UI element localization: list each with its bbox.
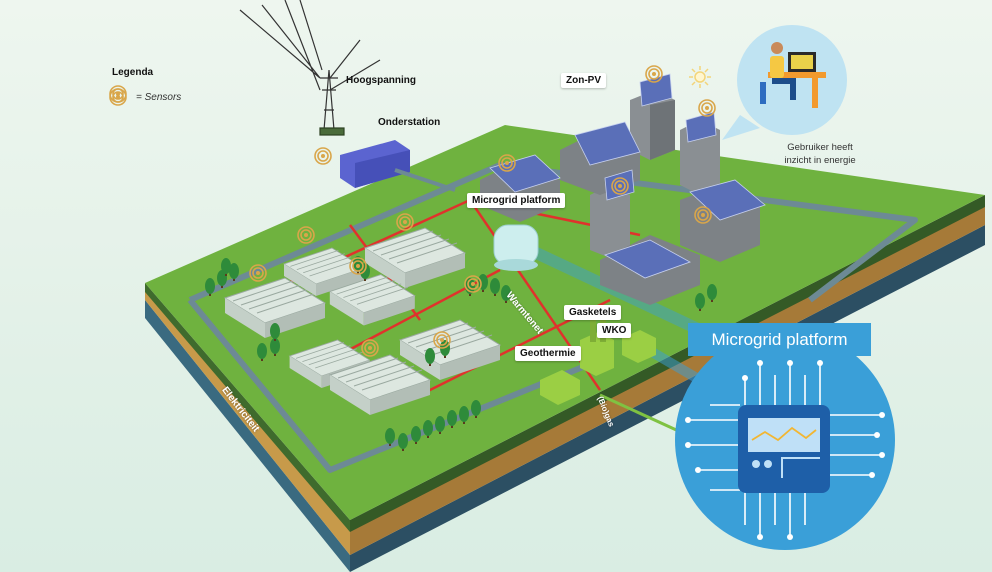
sun-icon [689, 66, 711, 88]
microgrid-dome [493, 224, 539, 271]
legend-sensor-row: = Sensors [108, 87, 181, 107]
chip-icon [738, 405, 830, 493]
label-zon-pv: Zon-PV [561, 73, 606, 88]
label-onderstation: Onderstation [378, 117, 441, 128]
substation [340, 140, 456, 192]
label-wko: WKO [597, 323, 632, 338]
user-at-desk-icon [722, 25, 847, 140]
power-pylon-icon [239, 0, 381, 136]
label-microgrid-platform: Microgrid platform [467, 193, 566, 208]
microgrid-callout [675, 330, 895, 550]
label-gasketels: Gasketels [564, 305, 622, 320]
user-caption-line2: inzicht in energie [784, 155, 856, 166]
legend-sensor-label: = Sensors [136, 91, 182, 103]
sensor-icon [109, 88, 127, 106]
user-caption: Gebruiker heeft inzicht in energie [760, 141, 880, 167]
solar-panels [489, 73, 766, 279]
callout-title: Microgrid platform [688, 323, 871, 356]
label-geothermie: Geothermie [515, 346, 581, 361]
legend-title: Legenda [112, 67, 154, 78]
label-hoogspanning: Hoogspanning [346, 75, 416, 86]
user-caption-line1: Gebruiker heeft [787, 142, 853, 153]
energy-plant-units [540, 318, 656, 405]
